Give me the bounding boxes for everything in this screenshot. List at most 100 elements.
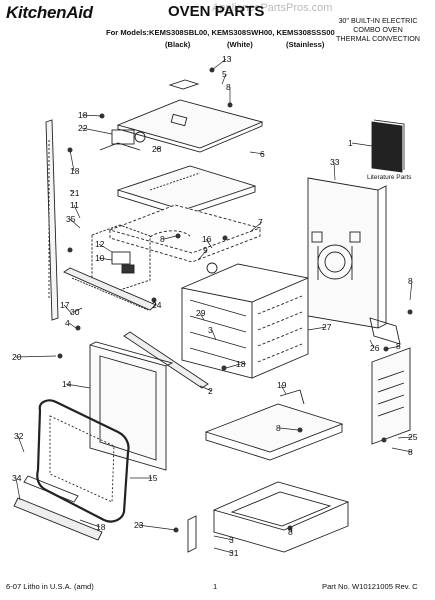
callout-leader [205, 238, 213, 249]
callout-leader [197, 249, 208, 261]
callout-number: 29 [196, 308, 206, 318]
callout-leader [15, 477, 21, 501]
callout-number: 8 [160, 234, 165, 244]
callout-leader [69, 218, 81, 229]
callout-number: 33 [330, 157, 340, 167]
callout-number: 21 [70, 188, 80, 198]
callout-number: 12 [95, 239, 105, 249]
description-line-1: 30" BUILT-IN ELECTRIC [338, 16, 418, 25]
callout-leader [79, 519, 101, 528]
callout-leader [17, 435, 25, 453]
callout-leader [68, 322, 77, 329]
callout-number: 15 [148, 473, 158, 483]
callout-number: 1 [348, 138, 353, 148]
callout-leader [221, 73, 227, 85]
broil-element-shield [108, 204, 262, 263]
callout-number: 18 [96, 522, 106, 532]
description-line-3: THERMAL CONVECTION [336, 34, 420, 43]
callout-number: 8 [408, 276, 413, 286]
callout-number: 17 [60, 300, 70, 310]
callout-number: 26 [370, 343, 380, 353]
callout-number: 20 [12, 352, 22, 362]
callout-leader [163, 235, 177, 240]
callout-number: 30 [70, 307, 80, 317]
finish-stainless: (Stainless) [286, 40, 325, 49]
front-frame [89, 341, 174, 471]
callout-leader [213, 535, 234, 541]
callout-leader [391, 447, 413, 453]
callout-leader [385, 345, 401, 350]
callout-number: 35 [66, 214, 76, 224]
callout-leader [98, 243, 113, 253]
callout-number: 24 [152, 300, 162, 310]
callout-leader [69, 189, 75, 194]
callout-leader [73, 307, 83, 313]
control-bracket [91, 224, 151, 291]
callout-number: 18 [236, 359, 246, 369]
front-frame-bar [123, 331, 209, 389]
callout-number: 3 [208, 325, 213, 335]
oven-shelf-tray [204, 389, 344, 461]
bottom-pan [212, 481, 350, 553]
callout-leader [351, 142, 373, 147]
callout-number: 31 [229, 548, 239, 558]
callout-number: 18 [70, 166, 80, 176]
model-list: For Models:KEMS308SBL00, KEMS308SWH00, K… [106, 28, 335, 37]
callout-leader [307, 326, 327, 331]
finish-black: (Black) [165, 40, 191, 49]
callout-number: 32 [14, 431, 24, 441]
callout-leader [199, 312, 205, 321]
bottom-bracket [187, 515, 197, 553]
callout-number: 6 [260, 149, 265, 159]
callout-leader [137, 524, 177, 531]
callout-leader [280, 384, 287, 395]
callout-number: 22 [78, 123, 88, 133]
callout-number: 8 [276, 423, 281, 433]
callout-leader [98, 257, 113, 261]
description-line-2: COMBO OVEN [353, 25, 403, 34]
finish-white: (White) [227, 40, 253, 49]
callout-number: 13 [222, 54, 232, 64]
callout-leader [397, 436, 413, 439]
callout-leader [211, 58, 227, 71]
kick-strip [13, 475, 103, 541]
callout-leader [81, 127, 113, 135]
callout-number: 14 [62, 379, 72, 389]
callout-number: 8 [396, 341, 401, 351]
watermark: AppliancePartsPros.com [212, 2, 333, 14]
door-gasket [36, 399, 130, 523]
callout-number: 7 [258, 217, 263, 227]
footer-part-number: Part No. W10121005 Rev. C [322, 582, 418, 591]
callout-number: 2 [208, 386, 213, 396]
callout-leader [249, 151, 265, 155]
callout-leader [155, 147, 161, 150]
callout-leader [63, 304, 73, 315]
callout-leader [369, 339, 375, 349]
callout-leader [409, 280, 413, 301]
callout-leader [65, 383, 91, 389]
callout-number: 8 [288, 527, 293, 537]
callout-leader [279, 427, 299, 431]
callout-leader [69, 149, 75, 172]
callout-number: 3 [229, 535, 234, 545]
callout-number: 11 [70, 200, 79, 210]
callout-number: 4 [65, 318, 70, 328]
callout-leader [333, 161, 336, 181]
footer-page-number: 1 [213, 582, 218, 591]
callout-number: 10 [95, 253, 105, 263]
callout-leader [289, 527, 293, 533]
literature-booklet [371, 119, 405, 173]
callout-leader [213, 547, 234, 554]
callout-number: 16 [202, 234, 212, 244]
side-vent-panel [371, 347, 411, 445]
callout-number: 18 [78, 110, 88, 120]
callout-leader [15, 355, 57, 358]
left-side-rail [45, 119, 59, 321]
callout-number: 34 [12, 473, 22, 483]
callout-number: 5 [222, 69, 227, 79]
thermostat-assembly [99, 129, 146, 151]
callout-leader [225, 363, 241, 369]
